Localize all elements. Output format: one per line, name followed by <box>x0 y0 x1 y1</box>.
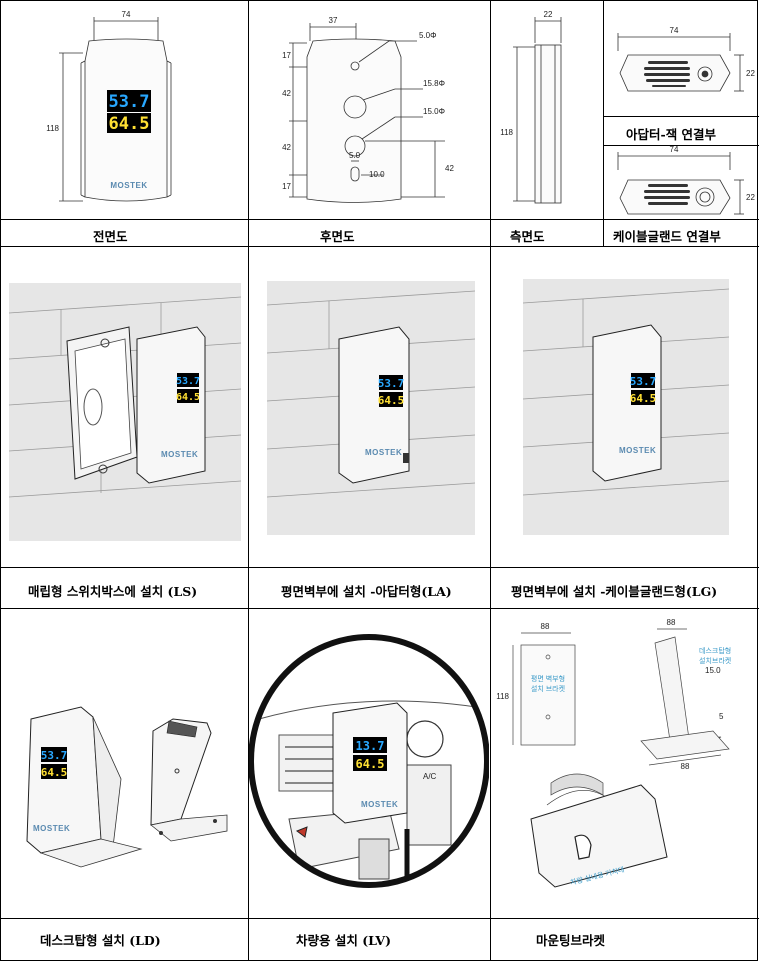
bracket-hole-small: 5 <box>719 712 724 721</box>
dim-gland-height: 22 <box>746 193 755 202</box>
la-brand: MOSTEK <box>365 448 402 457</box>
ls-brand: MOSTEK <box>161 450 198 459</box>
lcd-top-value: 53.7 <box>109 92 150 112</box>
mounting-bracket-drawing: 88 118 88 88 5 평면 벽부형 설치 브라켓 데스크탑형 설치브라켓… <box>491 609 758 918</box>
install-ls-photo: 53.7 64.5 MOSTEK <box>1 247 247 567</box>
dim-depth: 22 <box>544 10 553 19</box>
la-lcd-bottom: 64.5 <box>378 394 405 407</box>
install-ls-caption: 매립형 스위치박스에 설치 (LS) <box>28 584 198 599</box>
brand-logo: MOSTEK <box>110 181 147 190</box>
dim-slot-h: 10.0 <box>369 170 385 179</box>
install-lv-caption: 차량용 설치 (LV) <box>296 933 392 948</box>
lv-lcd-bottom: 64.5 <box>356 757 385 771</box>
dim-seg4: 17 <box>282 182 291 191</box>
front-view-caption: 전면도 <box>93 229 128 244</box>
bracket-hole: 15.0 <box>705 666 721 675</box>
dim-side-height: 118 <box>500 128 513 137</box>
dim-hole3: 15.0Φ <box>423 107 445 116</box>
bracket-h1: 118 <box>496 692 509 701</box>
cable-gland-caption: 케이블글랜드 연결부 <box>613 229 721 244</box>
dim-hole2: 15.8Φ <box>423 79 445 88</box>
lg-brand: MOSTEK <box>619 446 656 455</box>
dim-adapter-height: 22 <box>746 69 755 78</box>
adapter-jack-caption: 아답터-잭 연결부 <box>626 127 717 142</box>
ld-lcd-top: 53.7 <box>41 749 68 762</box>
desk-bracket-label-1: 데스크탑형 <box>699 647 731 655</box>
adapter-jack-drawing: 74 22 <box>604 1 758 116</box>
bracket-w1: 88 <box>541 622 550 631</box>
install-lv-photo: A/C 13.7 64.5 MOSTEK <box>249 609 489 918</box>
side-view-caption: 측면도 <box>510 229 545 244</box>
dim-seg2: 42 <box>282 89 291 98</box>
ld-brand: MOSTEK <box>33 824 70 833</box>
wall-bracket-label-2: 설치 브라켓 <box>531 684 566 693</box>
front-view-drawing: 53.7 64.5 MOSTEK 74 118 <box>1 1 247 219</box>
bracket-w2: 88 <box>667 618 676 627</box>
dim-side: 42 <box>445 164 454 173</box>
lv-lcd-top: 13.7 <box>356 739 385 753</box>
ld-lcd-bottom: 64.5 <box>41 766 68 779</box>
mounting-bracket-caption: 마운팅브라켓 <box>536 933 606 948</box>
dim-seg1: 17 <box>282 51 291 60</box>
install-ld-caption: 데스크탑형 설치 (LD) <box>40 933 161 948</box>
ls-lcd-top: 53.7 <box>176 376 200 387</box>
install-lg-caption: 평면벽부에 설치 -케이블글랜드형(LG) <box>511 584 718 599</box>
ls-lcd-bottom: 64.5 <box>176 392 200 403</box>
ac-label: A/C <box>423 772 437 781</box>
dim-hole1: 5.0Φ <box>419 31 437 40</box>
dim-gland-width: 74 <box>670 146 679 154</box>
dim-adapter-width: 74 <box>670 26 679 35</box>
lv-brand: MOSTEK <box>361 800 398 809</box>
rear-view-drawing: 37 5.0Φ 15.8Φ 15.0Φ 5.0 10.0 17 42 42 17… <box>249 1 489 219</box>
dim-height: 118 <box>46 124 59 133</box>
lcd-bottom-value: 64.5 <box>109 114 150 134</box>
cable-gland-drawing: 74 22 <box>604 146 758 219</box>
install-la-caption: 평면벽부에 설치 -아답터형(LA) <box>281 584 452 599</box>
desk-bracket-label-2: 설치브라켓 <box>699 656 732 665</box>
side-view-drawing: 22 118 <box>491 1 603 219</box>
install-lg-photo: 53.7 64.5 MOSTEK <box>491 247 758 567</box>
install-ld-photo: 53.7 64.5 MOSTEK <box>1 609 247 918</box>
lg-lcd-bottom: 64.5 <box>630 392 657 405</box>
rear-view-caption: 후면도 <box>320 229 355 244</box>
dim-width: 74 <box>122 10 131 19</box>
wall-bracket-label-1: 평면 벽부형 <box>531 674 565 683</box>
la-lcd-top: 53.7 <box>378 377 405 390</box>
dim-slot-w: 5.0 <box>349 151 361 160</box>
lg-lcd-top: 53.7 <box>630 375 657 388</box>
bracket-w3: 88 <box>681 762 690 771</box>
dim-rear-offset: 37 <box>329 16 338 25</box>
dim-seg3: 42 <box>282 143 291 152</box>
install-la-photo: 53.7 64.5 MOSTEK <box>249 247 489 567</box>
